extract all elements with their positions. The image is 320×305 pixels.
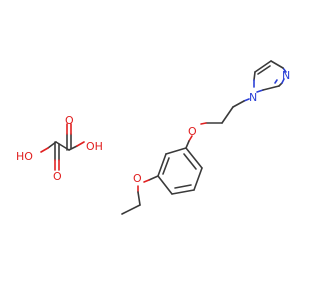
bond-ch2-ch2 (221, 106, 234, 124)
bond-bz-2-3 (193, 167, 203, 191)
oxalic-o-top-label: O (65, 114, 74, 127)
bond-ch2-o-b (200, 122, 207, 125)
bond-bz-3-4-inner (174, 184, 192, 189)
oxalic-o-bottom-label: O (53, 170, 62, 183)
ether-o-upper-label: O (188, 125, 197, 138)
imidazole-n3-label: N (282, 69, 290, 82)
bond-bz-6-1 (165, 147, 187, 155)
bond-bz-5-6 (157, 153, 167, 177)
bond-bz-1-2-inner (183, 153, 197, 170)
bond-n1-c2a (256, 89, 264, 93)
bond-c-oh-left-b (40, 147, 49, 153)
bond-ch2-ch3 (121, 204, 141, 215)
bond-c2-n3b (281, 78, 285, 84)
chemical-structure-canvas: HO OH O O N N O (16, 60, 290, 215)
bond-c-oh-right-b (76, 141, 85, 147)
bond-c5-n1a (253, 71, 256, 81)
benzene-ring (157, 147, 203, 195)
bond-c4-c5-double (257, 65, 271, 75)
bond-n3-c4a (282, 67, 287, 73)
oxalic-acid: HO OH O O (16, 114, 103, 183)
bond-n3-c4b (270, 60, 284, 69)
oxalic-oh-right-label: OH (86, 140, 103, 153)
bond-n1-ch2a (243, 98, 250, 102)
bond-o-c1b (185, 140, 190, 149)
bond-n1-c2b (262, 85, 280, 91)
oxalic-oh-left-label: HO (16, 150, 33, 163)
imidazole-n1-label: N (249, 91, 257, 104)
bond-bz-5-6-inner (162, 157, 170, 175)
bond-c2-n3-double (274, 79, 278, 84)
bond-n1-ch2b (232, 100, 245, 108)
bond-bz-4-5 (157, 175, 173, 195)
structure-drawing: HO OH O O N N O (16, 60, 290, 215)
bond-c5-o-a (148, 175, 159, 181)
bond-bz-1-2 (185, 147, 203, 169)
imidazole-derivative: N N O O (121, 60, 290, 215)
bond-c4-c5 (254, 60, 272, 73)
bond-bz-3-4 (171, 189, 195, 195)
bond-c5-o-b (143, 179, 150, 183)
bond-o-ch2b (137, 191, 141, 206)
bond-c-oh-right-a (68, 145, 78, 151)
imidazole-ring: N N (249, 60, 290, 104)
bond-o-c1a (188, 135, 193, 142)
ether-o-lower-label: O (133, 172, 142, 185)
